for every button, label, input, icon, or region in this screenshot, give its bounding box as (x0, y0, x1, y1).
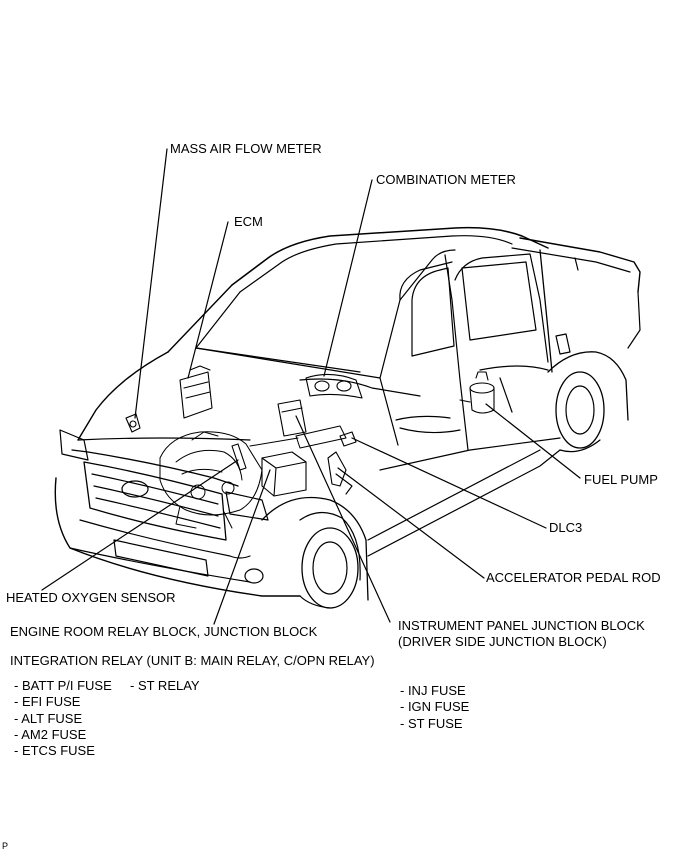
label-integration-relay: INTEGRATION RELAY (UNIT B: MAIN RELAY, C… (10, 653, 375, 668)
label-fuel-pump: FUEL PUMP (584, 472, 658, 487)
leader-engine-relay (213, 469, 271, 625)
list-item: - BATT P/I FUSE (14, 678, 112, 693)
label-dlc3: DLC3 (549, 520, 583, 535)
list-item: - AM2 FUSE (14, 726, 87, 742)
list-item: - ST FUSE (400, 715, 463, 731)
label-heated-oxygen-sensor: HEATED OXYGEN SENSOR (6, 590, 176, 605)
list-item: - INJ FUSE (400, 683, 466, 698)
leader-instrument-panel (295, 415, 391, 623)
list-item: - IGN FUSE (400, 699, 470, 715)
leader-mass-air-flow (134, 148, 168, 419)
accelerator-pedal-part (327, 451, 353, 495)
label-engine-room-relay-block: ENGINE ROOM RELAY BLOCK, JUNCTION BLOCK (10, 624, 318, 639)
list-item: - ST RELAY (130, 678, 200, 693)
label-mass-air-flow-meter: MASS AIR FLOW METER (170, 141, 322, 156)
label-ecm: ECM (234, 214, 263, 229)
relay-block-part (261, 399, 307, 497)
list-item: - EFI FUSE (14, 694, 81, 710)
leader-dlc3 (351, 437, 547, 529)
label-combination-meter: COMBINATION METER (376, 172, 516, 187)
leader-ecm (187, 221, 229, 379)
label-accelerator-pedal-rod: ACCELERATOR PEDAL ROD (486, 570, 661, 585)
ecm-part (179, 365, 213, 419)
leader-combination-meter (323, 179, 373, 377)
corner-mark: P (2, 841, 9, 851)
relay-list: - ST RELAY (130, 678, 200, 694)
list-item: - ALT FUSE (14, 710, 83, 726)
label-driver-side-jb: (DRIVER SIDE JUNCTION BLOCK) (398, 634, 607, 649)
combination-meter-part (305, 373, 363, 399)
mass-air-flow-meter-part (125, 413, 141, 433)
leader-oxygen-sensor (41, 459, 239, 591)
instrument-panel-fuse-list: - INJ FUSE - IGN FUSE - ST FUSE (400, 683, 469, 732)
leader-fuel-pump (485, 403, 581, 479)
engine-room-fuse-list: - BATT P/I FUSE - EFI FUSE - ALT FUSE - … (14, 678, 112, 759)
leader-accelerator (337, 467, 485, 579)
dlc3-part (339, 431, 357, 447)
truck-outline (54, 226, 641, 609)
list-item: - ETCS FUSE (14, 743, 95, 759)
label-instrument-panel-jb: INSTRUMENT PANEL JUNCTION BLOCK (398, 618, 645, 633)
leader-lines (41, 148, 581, 625)
heated-oxygen-sensor-part (231, 443, 247, 471)
